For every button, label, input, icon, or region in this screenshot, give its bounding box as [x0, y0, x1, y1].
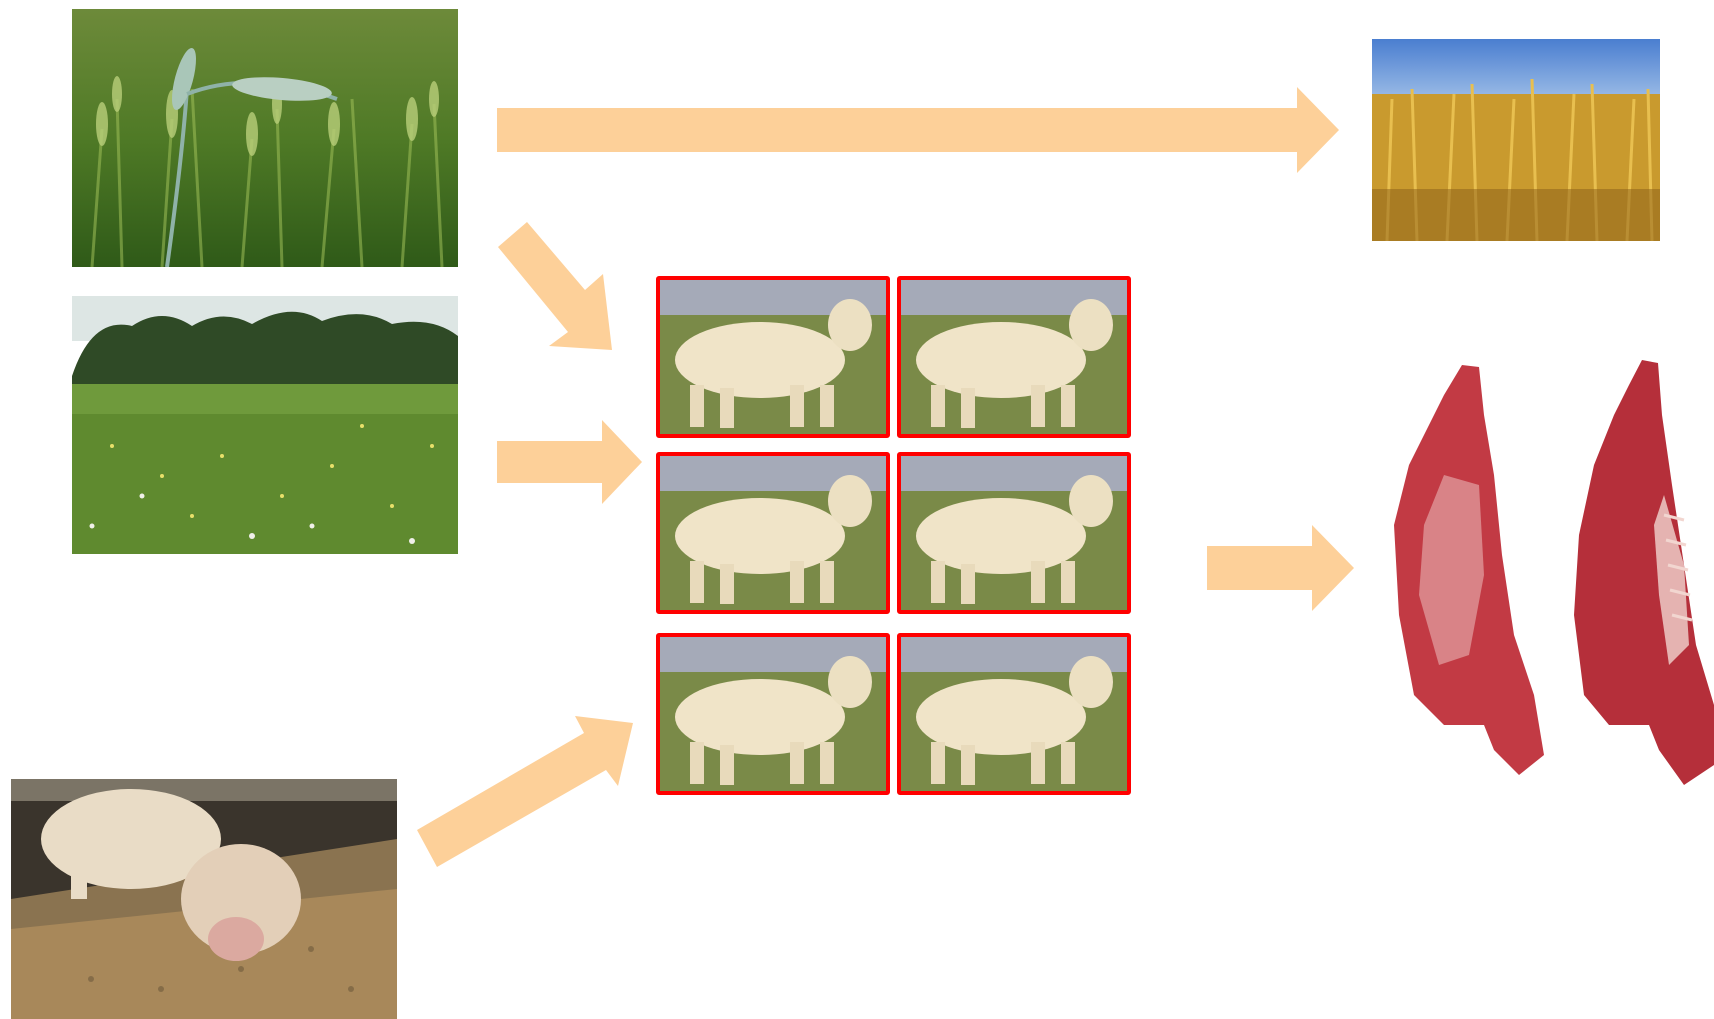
cow-photo [656, 633, 890, 795]
green-wheat-field-photo [72, 9, 458, 267]
cow-photo [897, 276, 1131, 438]
arrow-wheat-to-herd [498, 222, 612, 350]
arrow-feed-to-herd [417, 716, 633, 867]
beef-carcass-photo [1384, 355, 1714, 795]
golden-wheat-field-photo [1372, 39, 1660, 241]
cow-photo [897, 633, 1131, 795]
arrow-wheat-to-grain [497, 87, 1339, 173]
arrow-meadow-to-herd [497, 420, 642, 504]
cow-photo [897, 452, 1131, 614]
cow-photo [656, 452, 890, 614]
meadow-pasture-photo [72, 296, 458, 554]
arrow-herd-to-meat [1207, 525, 1354, 611]
cow-eating-feed-photo [11, 779, 397, 1019]
cow-photo [656, 276, 890, 438]
